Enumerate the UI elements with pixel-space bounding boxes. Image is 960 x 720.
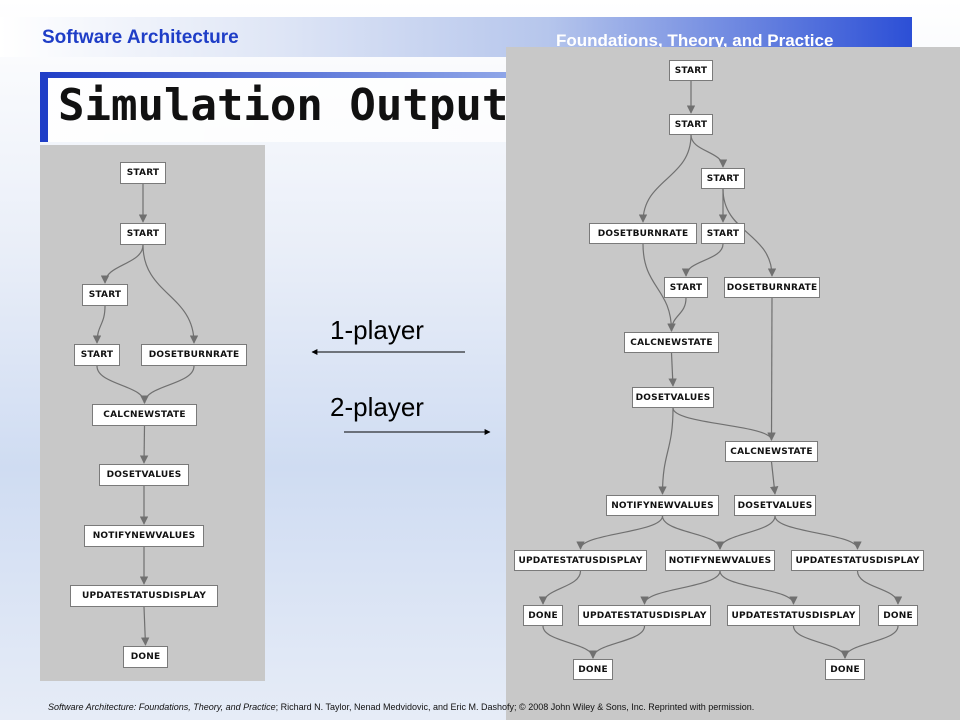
graph-node-dosetburnrate: DOSETBURNRATE [141, 344, 247, 366]
graph-node-updatestatusdisplay: UPDATESTATUSDISPLAY [578, 605, 711, 626]
graph-node-notifynewvalues: NOTIFYNEWVALUES [606, 495, 719, 516]
graph-edge [715, 515, 776, 550]
graph-edge [774, 515, 862, 550]
graph-edge [770, 461, 779, 495]
graph-edge [96, 365, 149, 404]
graph-edge [672, 407, 776, 441]
graph-edge [722, 188, 777, 277]
graph-node-start: START [120, 162, 166, 184]
graph-edge [638, 134, 692, 223]
graph-node-notifynewvalues: NOTIFYNEWVALUES [665, 550, 775, 571]
two-player-label: 2-player [330, 392, 424, 422]
footer-citation: Software Architecture: Foundations, Theo… [48, 702, 754, 712]
graph-edge [642, 243, 676, 332]
graph-edge [681, 243, 724, 277]
graph-node-calcnewstate: CALCNEWSTATE [92, 404, 197, 426]
graph-node-updatestatusdisplay: UPDATESTATUSDISPLAY [727, 605, 860, 626]
graph-edge [92, 305, 106, 344]
graph-edge [100, 244, 144, 284]
graph-edge [856, 570, 903, 605]
graph-node-done: DONE [573, 659, 613, 680]
graph-node-notifynewvalues: NOTIFYNEWVALUES [84, 525, 204, 547]
graph-node-calcnewstate: CALCNEWSTATE [725, 441, 818, 462]
graph-node-start: START [669, 114, 713, 135]
graph-edge [661, 515, 725, 550]
graph-edge [767, 297, 776, 441]
graph-edge [667, 297, 687, 332]
graph-edge [690, 134, 728, 168]
graph-node-start: START [120, 223, 166, 245]
graph-edge [140, 365, 195, 404]
graph-node-done: DONE [825, 659, 865, 680]
graph-edge [668, 352, 677, 387]
footer-credits: ; Richard N. Taylor, Nenad Medvidovic, a… [275, 702, 755, 712]
slide-title: Simulation Output [58, 80, 509, 131]
graph-edge [588, 625, 646, 659]
graph-node-dosetburnrate: DOSETBURNRATE [589, 223, 697, 244]
graph-node-done: DONE [523, 605, 563, 626]
course-subtitle: Foundations, Theory, and Practice [556, 31, 834, 50]
graph-node-done: DONE [878, 605, 918, 626]
graph-edge [141, 606, 150, 646]
graph-node-updatestatusdisplay: UPDATESTATUSDISPLAY [791, 550, 924, 571]
title-bar [40, 72, 520, 142]
graph-edge [792, 625, 850, 659]
title-accent-vertical [40, 72, 48, 142]
course-title: Software Architecture [42, 27, 239, 48]
graph-edge [576, 515, 664, 550]
graph-node-done: DONE [123, 646, 168, 668]
graph-node-start: START [701, 168, 745, 189]
graph-edge [142, 244, 199, 344]
graph-node-start: START [74, 344, 120, 366]
graph-edge [542, 625, 598, 659]
graph-edge [640, 570, 721, 605]
graph-node-start: START [669, 60, 713, 81]
title-accent-horizontal [40, 72, 510, 78]
graph-node-dosetvalues: DOSETVALUES [99, 464, 189, 486]
graph-edge [538, 570, 582, 605]
graph-node-dosetvalues: DOSETVALUES [632, 387, 714, 408]
graph-edge [139, 425, 149, 464]
graph-node-dosetvalues: DOSETVALUES [734, 495, 816, 516]
graph-edge [719, 570, 798, 605]
graph-node-start: START [664, 277, 708, 298]
graph-edge [840, 625, 899, 659]
graph-node-dosetburnrate: DOSETBURNRATE [724, 277, 820, 298]
graph-node-updatestatusdisplay: UPDATESTATUSDISPLAY [514, 550, 647, 571]
graph-edge [658, 407, 674, 495]
graph-node-start: START [82, 284, 128, 306]
one-player-label: 1-player [330, 315, 424, 345]
graph-node-start: START [701, 223, 745, 244]
graph-node-calcnewstate: CALCNEWSTATE [624, 332, 719, 353]
graph-node-updatestatusdisplay: UPDATESTATUSDISPLAY [70, 585, 218, 607]
footer-book-title: Software Architecture: Foundations, Theo… [48, 702, 276, 712]
